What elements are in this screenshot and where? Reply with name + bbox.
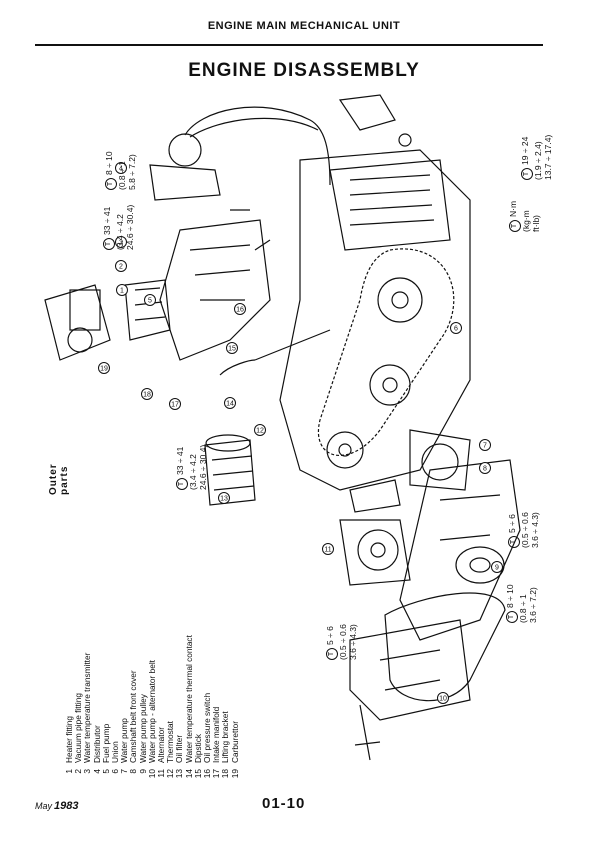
callout-17: 17: [169, 398, 181, 410]
callout-2: 2: [115, 260, 127, 272]
svg-text:2: 2: [119, 264, 123, 271]
callout-9: 9: [491, 561, 503, 573]
svg-text:12: 12: [256, 428, 264, 435]
page-title: ENGINE DISASSEMBLY: [188, 60, 420, 81]
svg-text:3: 3: [119, 240, 123, 247]
svg-text:15: 15: [228, 346, 236, 353]
callout-4: 4: [115, 162, 127, 174]
torque-symbol-icon: T: [103, 238, 115, 250]
legend-item: 19 Carburettor: [230, 721, 241, 785]
header-rule: [35, 44, 543, 46]
torque-spec-a: T19 ÷ 24 (1.9 ÷ 2.4) 13.7 ÷ 17.4): [520, 134, 553, 180]
callout-16: 16: [234, 303, 246, 315]
callout-13: 13: [218, 492, 230, 504]
svg-text:7: 7: [483, 443, 487, 450]
svg-text:5: 5: [148, 298, 152, 305]
svg-text:16: 16: [236, 307, 244, 314]
section-header: ENGINE MAIN MECHANICAL UNIT: [207, 20, 401, 32]
callout-18: 18: [141, 388, 153, 400]
torque-symbol-icon: T: [521, 168, 533, 180]
svg-text:4: 4: [119, 166, 123, 173]
callout-12: 12: [254, 424, 266, 436]
torque-spec-g: T8 ÷ 10 (0.8 ÷ 1 3.6 ÷ 7.2): [505, 584, 538, 623]
torque-symbol-icon: T: [508, 536, 520, 548]
callout-15: 15: [226, 342, 238, 354]
callout-1: 1: [116, 284, 128, 296]
svg-text:11: 11: [324, 547, 331, 554]
units-key: TN·m (kg·m ft·lb): [508, 200, 541, 232]
svg-text:19: 19: [100, 366, 108, 373]
torque-spec-b: T8 ÷ 10 (0.8 ÷ 1 5.8 ÷ 7.2): [104, 151, 137, 190]
svg-text:1: 1: [120, 288, 124, 295]
legend-item-number: 19: [229, 769, 240, 779]
legend-item-label: Carburettor: [229, 721, 240, 763]
svg-text:8: 8: [483, 466, 487, 473]
callout-5: 5: [144, 294, 156, 306]
torque-spec-f: T5 ÷ 6 (0.5 ÷ 0.6 3.6 ÷ 4.3): [507, 512, 540, 548]
callout-19: 19: [98, 362, 110, 374]
svg-text:14: 14: [226, 401, 234, 408]
svg-text:10: 10: [439, 696, 447, 703]
callout-6: 6: [450, 322, 462, 334]
legend-title: Outer parts: [48, 463, 70, 495]
svg-text:18: 18: [143, 392, 151, 399]
svg-text:9: 9: [495, 565, 499, 572]
engine-block-outline: [279, 149, 471, 491]
torque-spec-c: T33 ÷ 41 (3.4 ÷ 4.2 24.6 ÷ 30.4): [102, 204, 135, 250]
torque-symbol-icon: T: [326, 648, 338, 660]
callout-7: 7: [479, 439, 491, 451]
torque-symbol-icon: T: [105, 178, 117, 190]
page-number: 01-10: [262, 795, 306, 812]
torque-symbol-icon: T: [506, 611, 518, 623]
callout-14: 14: [224, 397, 236, 409]
svg-text:13: 13: [220, 496, 228, 503]
torque-spec-e: T5 ÷ 6 (0.5 ÷ 0.6 3.6 ÷ 4.3): [325, 624, 358, 660]
torque-symbol-icon: T: [509, 220, 521, 232]
callout-3: 3: [115, 236, 127, 248]
callout-10: 10: [437, 692, 449, 704]
callout-8: 8: [479, 462, 491, 474]
svg-text:17: 17: [171, 402, 179, 409]
callout-11: 11: [322, 543, 334, 555]
svg-text:6: 6: [454, 326, 458, 333]
